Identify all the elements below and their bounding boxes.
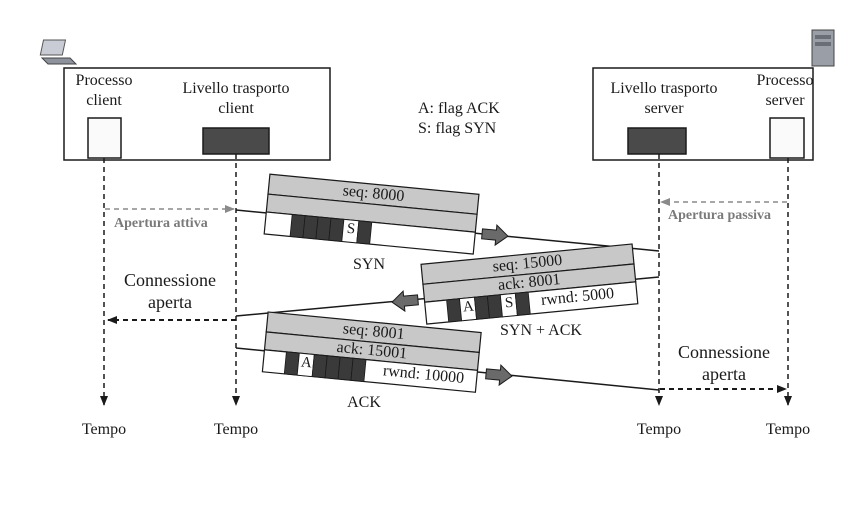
ack-flag-a: A: [300, 354, 313, 372]
ack-rwnd-label: rwnd: 10000: [382, 362, 465, 388]
legend-ack: A: flag ACK: [418, 100, 500, 117]
server-tower-icon: [811, 29, 835, 67]
client-transport-label-2: client: [218, 100, 254, 117]
laptop-icon: [39, 39, 78, 65]
legend-syn: S: flag SYN: [418, 120, 497, 137]
synack-segment: [420, 243, 639, 325]
tcp-handshake-diagram: [39, 29, 835, 406]
timeline-label-server-transport: Tempo: [636, 421, 682, 438]
client-process-box: [87, 117, 122, 159]
server-transport-label-2: server: [644, 100, 684, 117]
ack-segment: [261, 311, 482, 393]
server-process-label-1: Processo: [756, 72, 814, 89]
client-transport-label-1: Livello trasporto: [182, 80, 290, 97]
client-open-label-2: aperta: [148, 292, 192, 312]
client-open-label-1: Connessione: [124, 270, 216, 290]
server-transport-label-1: Livello trasporto: [610, 80, 718, 97]
ack-direction-arrow: [485, 364, 513, 387]
client-process-label-2: client: [86, 92, 122, 109]
server-process-label-2: server: [765, 92, 805, 109]
client-transport-box: [202, 127, 270, 155]
synack-direction-arrow: [391, 290, 419, 313]
timeline-label-server-process: Tempo: [765, 421, 811, 438]
server-open-label-1: Connessione: [678, 342, 770, 362]
ack-caption: ACK: [347, 394, 381, 411]
client-process-label-1: Processo: [75, 72, 133, 89]
active-open-label: Apertura attiva: [114, 216, 208, 231]
synack-caption: SYN + ACK: [500, 322, 582, 339]
timeline-label-client-transport: Tempo: [213, 421, 259, 438]
timeline-label-client-process: Tempo: [81, 421, 127, 438]
syn-caption: SYN: [352, 256, 386, 273]
server-transport-box: [627, 127, 687, 155]
syn-segment: [263, 173, 480, 255]
passive-open-label: Apertura passiva: [668, 208, 772, 223]
server-process-box: [769, 117, 805, 159]
syn-direction-arrow: [481, 224, 509, 247]
server-open-label-2: aperta: [702, 364, 746, 384]
